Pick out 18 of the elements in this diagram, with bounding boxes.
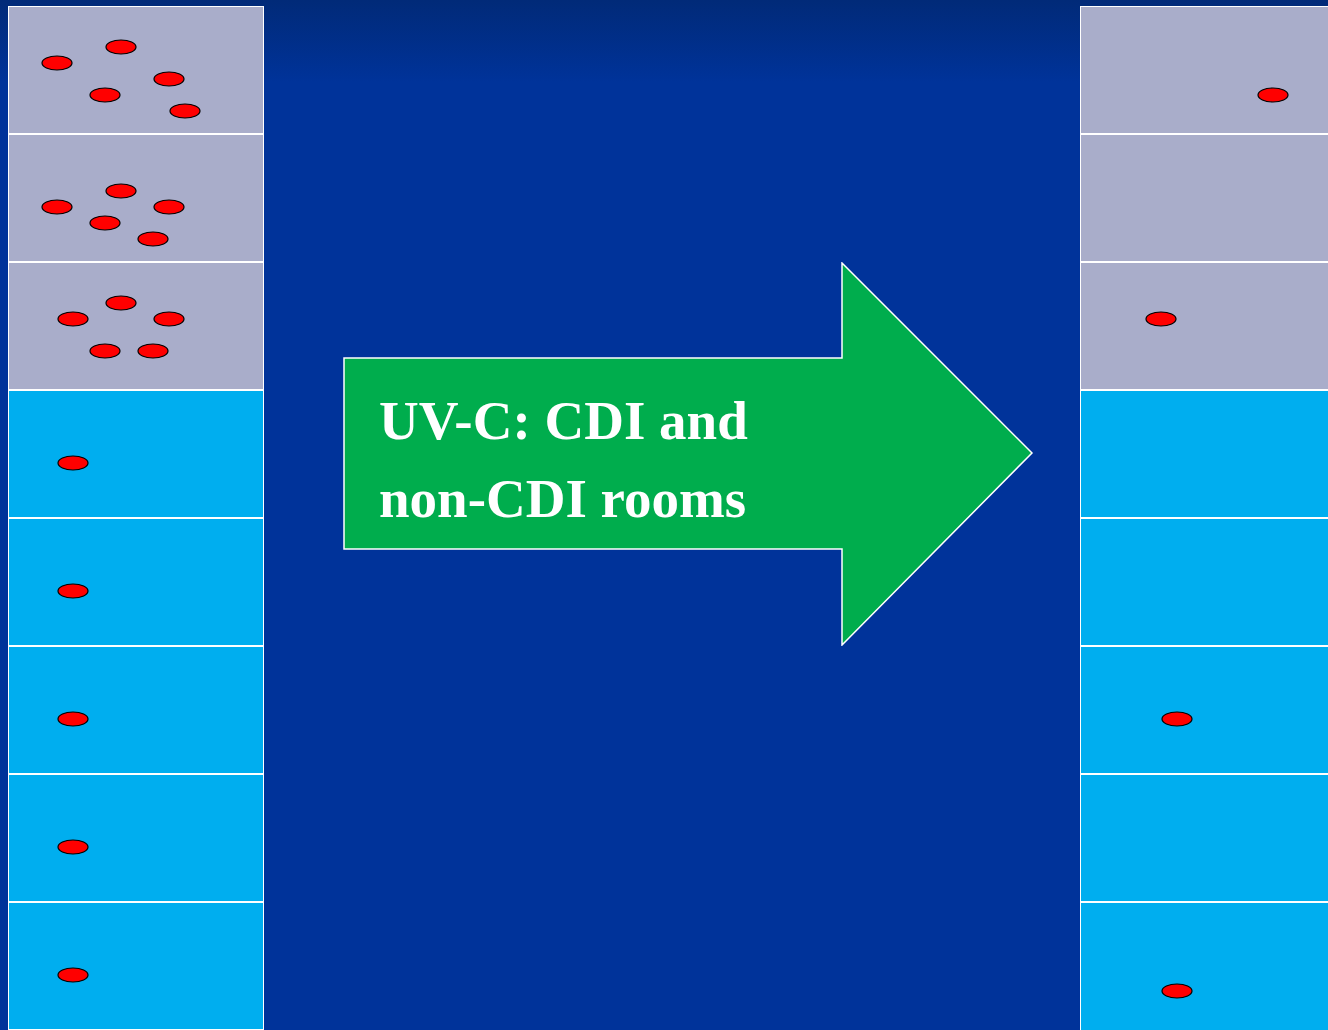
room-box bbox=[1080, 134, 1328, 262]
room-box bbox=[8, 646, 264, 774]
room-box bbox=[1080, 646, 1328, 774]
room-box bbox=[1080, 518, 1328, 646]
room-box bbox=[1080, 390, 1328, 518]
room-box bbox=[8, 262, 264, 390]
room-box bbox=[1080, 902, 1328, 1030]
room-box bbox=[1080, 262, 1328, 390]
arrow-label: UV-C: CDI and non-CDI rooms bbox=[379, 389, 749, 531]
arrow-shape bbox=[343, 262, 1034, 646]
room-box bbox=[1080, 774, 1328, 902]
room-box bbox=[8, 390, 264, 518]
room-box bbox=[8, 518, 264, 646]
room-box bbox=[8, 6, 264, 134]
room-box bbox=[8, 774, 264, 902]
room-box bbox=[8, 902, 264, 1030]
room-box bbox=[1080, 6, 1328, 134]
room-box bbox=[8, 134, 264, 262]
